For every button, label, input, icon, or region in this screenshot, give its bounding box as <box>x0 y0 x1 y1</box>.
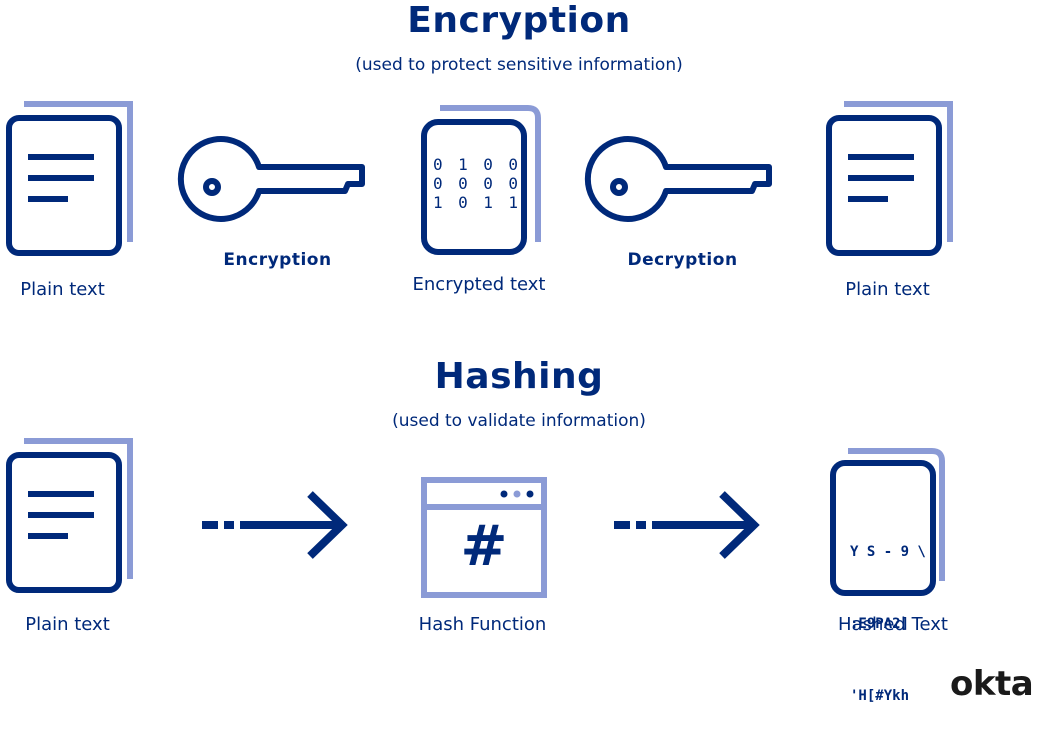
binary-grid: 0 1 0 0 0 0 0 0 1 0 1 1 <box>433 155 518 212</box>
binary-digit: 0 <box>508 174 518 193</box>
hashed-line: 'H[#Ykh <box>850 688 910 704</box>
binary-row: 0 0 0 0 <box>433 174 518 193</box>
binary-digit: 0 <box>508 155 518 174</box>
key-icon <box>584 136 772 222</box>
encryption-subtitle: (used to protect sensitive information) <box>355 55 683 75</box>
binary-digit: 0 <box>433 155 443 174</box>
hash-window-icon <box>421 477 547 598</box>
binary-digit: 1 <box>483 193 493 212</box>
hash-symbol: # <box>460 514 508 579</box>
binary-digit: 0 <box>458 193 468 212</box>
binary-digit: 0 <box>458 174 468 193</box>
binary-digit: 1 <box>508 193 518 212</box>
arrow-right-icon <box>614 491 760 559</box>
arrow-right-icon <box>202 491 348 559</box>
hashed-text-label: Hashed Text <box>838 614 948 635</box>
binary-row: 1 0 1 1 <box>433 193 518 212</box>
encrypted-document-icon <box>421 105 541 255</box>
hashed-line: :E9PA2] <box>850 616 910 632</box>
binary-digit: 0 <box>433 174 443 193</box>
binary-digit: 0 <box>483 155 493 174</box>
encryption-title: Encryption <box>407 0 631 41</box>
document-icon <box>6 438 133 593</box>
binary-digit: 0 <box>483 174 493 193</box>
plain-text-left-label: Plain text <box>20 279 105 300</box>
hashed-line: Y S - 9 \ <box>850 544 926 560</box>
key-icon <box>177 136 365 222</box>
hashed-lines: Y S - 9 \ :E9PA2] 'H[#Ykh <box>850 492 926 732</box>
hashed-document-icon <box>830 448 945 596</box>
encrypted-text-label: Encrypted text <box>412 274 546 295</box>
hashing-title: Hashing <box>434 356 604 397</box>
decryption-key-label: Decryption <box>627 250 738 270</box>
hashing-plain-text-label: Plain text <box>25 614 110 635</box>
document-icon <box>826 101 953 256</box>
binary-digit: 1 <box>433 193 443 212</box>
hashing-subtitle: (used to validate information) <box>392 411 646 431</box>
hash-function-label: Hash Function <box>418 614 547 635</box>
binary-row: 0 1 0 0 <box>433 155 518 174</box>
plain-text-right-label: Plain text <box>845 279 930 300</box>
document-icon <box>6 101 133 256</box>
binary-digit: 1 <box>458 155 468 174</box>
okta-logo: okta <box>950 664 1034 704</box>
encryption-key-label: Encryption <box>223 250 332 270</box>
